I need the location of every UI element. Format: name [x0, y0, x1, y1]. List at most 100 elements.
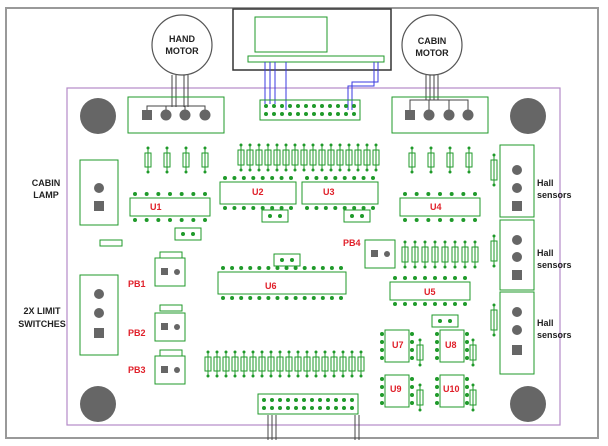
header-pin: [264, 112, 268, 116]
button-pad: [174, 269, 180, 275]
jumper: [273, 253, 301, 267]
chip-pin: [223, 176, 227, 180]
push-button: [154, 355, 186, 385]
chip-pin: [473, 192, 477, 196]
resistor-pad: [347, 168, 351, 172]
resistor-pad: [467, 146, 471, 150]
header-pin: [310, 406, 314, 410]
chip-pin: [270, 176, 275, 180]
resistor-pad: [453, 265, 457, 269]
chip-pin: [342, 206, 347, 210]
resistor: [345, 149, 353, 166]
jumper: [343, 209, 371, 223]
svg-text:sensors: sensors: [537, 190, 572, 200]
chip-pin: [168, 192, 172, 196]
chip-pin: [329, 266, 334, 270]
resistor: [465, 152, 473, 168]
resistor-pad: [347, 143, 351, 147]
header-pin: [328, 112, 332, 116]
resistor-pad: [365, 168, 369, 172]
chip-pin: [320, 296, 325, 300]
chip-pin: [333, 206, 338, 210]
chip-u4: [399, 197, 481, 217]
chip-label-u3: U3: [323, 187, 335, 197]
resistor-pad: [293, 143, 297, 147]
resistor: [318, 149, 326, 166]
header-pin: [286, 406, 290, 410]
chip-pin: [465, 332, 469, 336]
resistor-pad: [296, 374, 300, 378]
round-pad: [512, 165, 522, 175]
chip-pin: [156, 218, 161, 222]
chip-label-u4: U4: [430, 202, 442, 212]
chip-pin: [435, 332, 439, 336]
round-pad: [94, 308, 104, 318]
chip-pin: [380, 401, 384, 405]
chip-u9: [384, 374, 410, 408]
resistor: [321, 356, 329, 372]
cabin-motor-label-line1: CABIN: [418, 36, 447, 46]
header-pin: [302, 406, 306, 410]
resistor-pad: [311, 143, 315, 147]
resistor-pad: [203, 146, 207, 150]
chip-pin: [266, 296, 271, 300]
resistor-pad: [257, 168, 261, 172]
header-pin: [326, 406, 330, 410]
header-pin: [296, 104, 300, 108]
chip-pin: [241, 176, 246, 180]
header-pin: [318, 406, 322, 410]
resistor-pad: [413, 265, 417, 269]
chip-pin: [453, 276, 457, 280]
resistor-pad: [403, 240, 407, 244]
chip-pin: [461, 218, 466, 222]
chip-label-u5: U5: [424, 287, 436, 297]
button-pad: [161, 323, 168, 330]
resistor-pad: [165, 170, 169, 174]
chip-pin: [465, 401, 469, 405]
resistor-pad: [374, 168, 378, 172]
resistor: [354, 149, 362, 166]
resistor: [490, 240, 498, 262]
svg-text:SWITCHES: SWITCHES: [18, 319, 66, 329]
chip-u3: [301, 181, 379, 205]
resistor-pad: [284, 143, 288, 147]
resistor-pad: [350, 350, 354, 354]
header-pin: [288, 112, 292, 116]
top-header: [259, 99, 361, 121]
header-pin: [336, 112, 340, 116]
resistor: [231, 356, 239, 372]
chip-u7: [384, 329, 410, 363]
resistor: [282, 149, 290, 166]
chip-pin: [443, 276, 447, 280]
resistor-pad: [492, 153, 496, 157]
button-label-pb2: PB2: [128, 328, 146, 338]
round-pad: [462, 109, 474, 121]
square-pad: [512, 345, 522, 355]
resistor-pad: [453, 240, 457, 244]
resistor: [300, 149, 308, 166]
button-label-pb1: PB1: [128, 279, 146, 289]
resistor-pad: [242, 374, 246, 378]
resistor-small: [159, 251, 183, 259]
resistor: [363, 149, 371, 166]
chip-label-u7: U7: [392, 340, 404, 350]
resistor: [294, 356, 302, 372]
chip-pin: [257, 266, 262, 270]
resistor-pad: [423, 265, 427, 269]
header-pin: [312, 112, 316, 116]
resistor-pad: [215, 374, 219, 378]
hand-motor: HAND MOTOR: [151, 14, 213, 76]
button-pad: [161, 366, 168, 373]
resistor-pad: [350, 374, 354, 378]
header-pin: [280, 104, 284, 108]
chip-pin: [461, 192, 466, 196]
chip-pin: [393, 302, 397, 306]
jumper-pin: [181, 232, 185, 236]
chip-pin: [352, 176, 357, 180]
resistor: [201, 152, 209, 168]
header-pin: [272, 104, 276, 108]
header-pin: [350, 398, 354, 402]
chip-label-u2: U2: [252, 187, 264, 197]
hand-motor-label-line1: HAND: [169, 34, 195, 44]
resistor: [451, 246, 459, 263]
